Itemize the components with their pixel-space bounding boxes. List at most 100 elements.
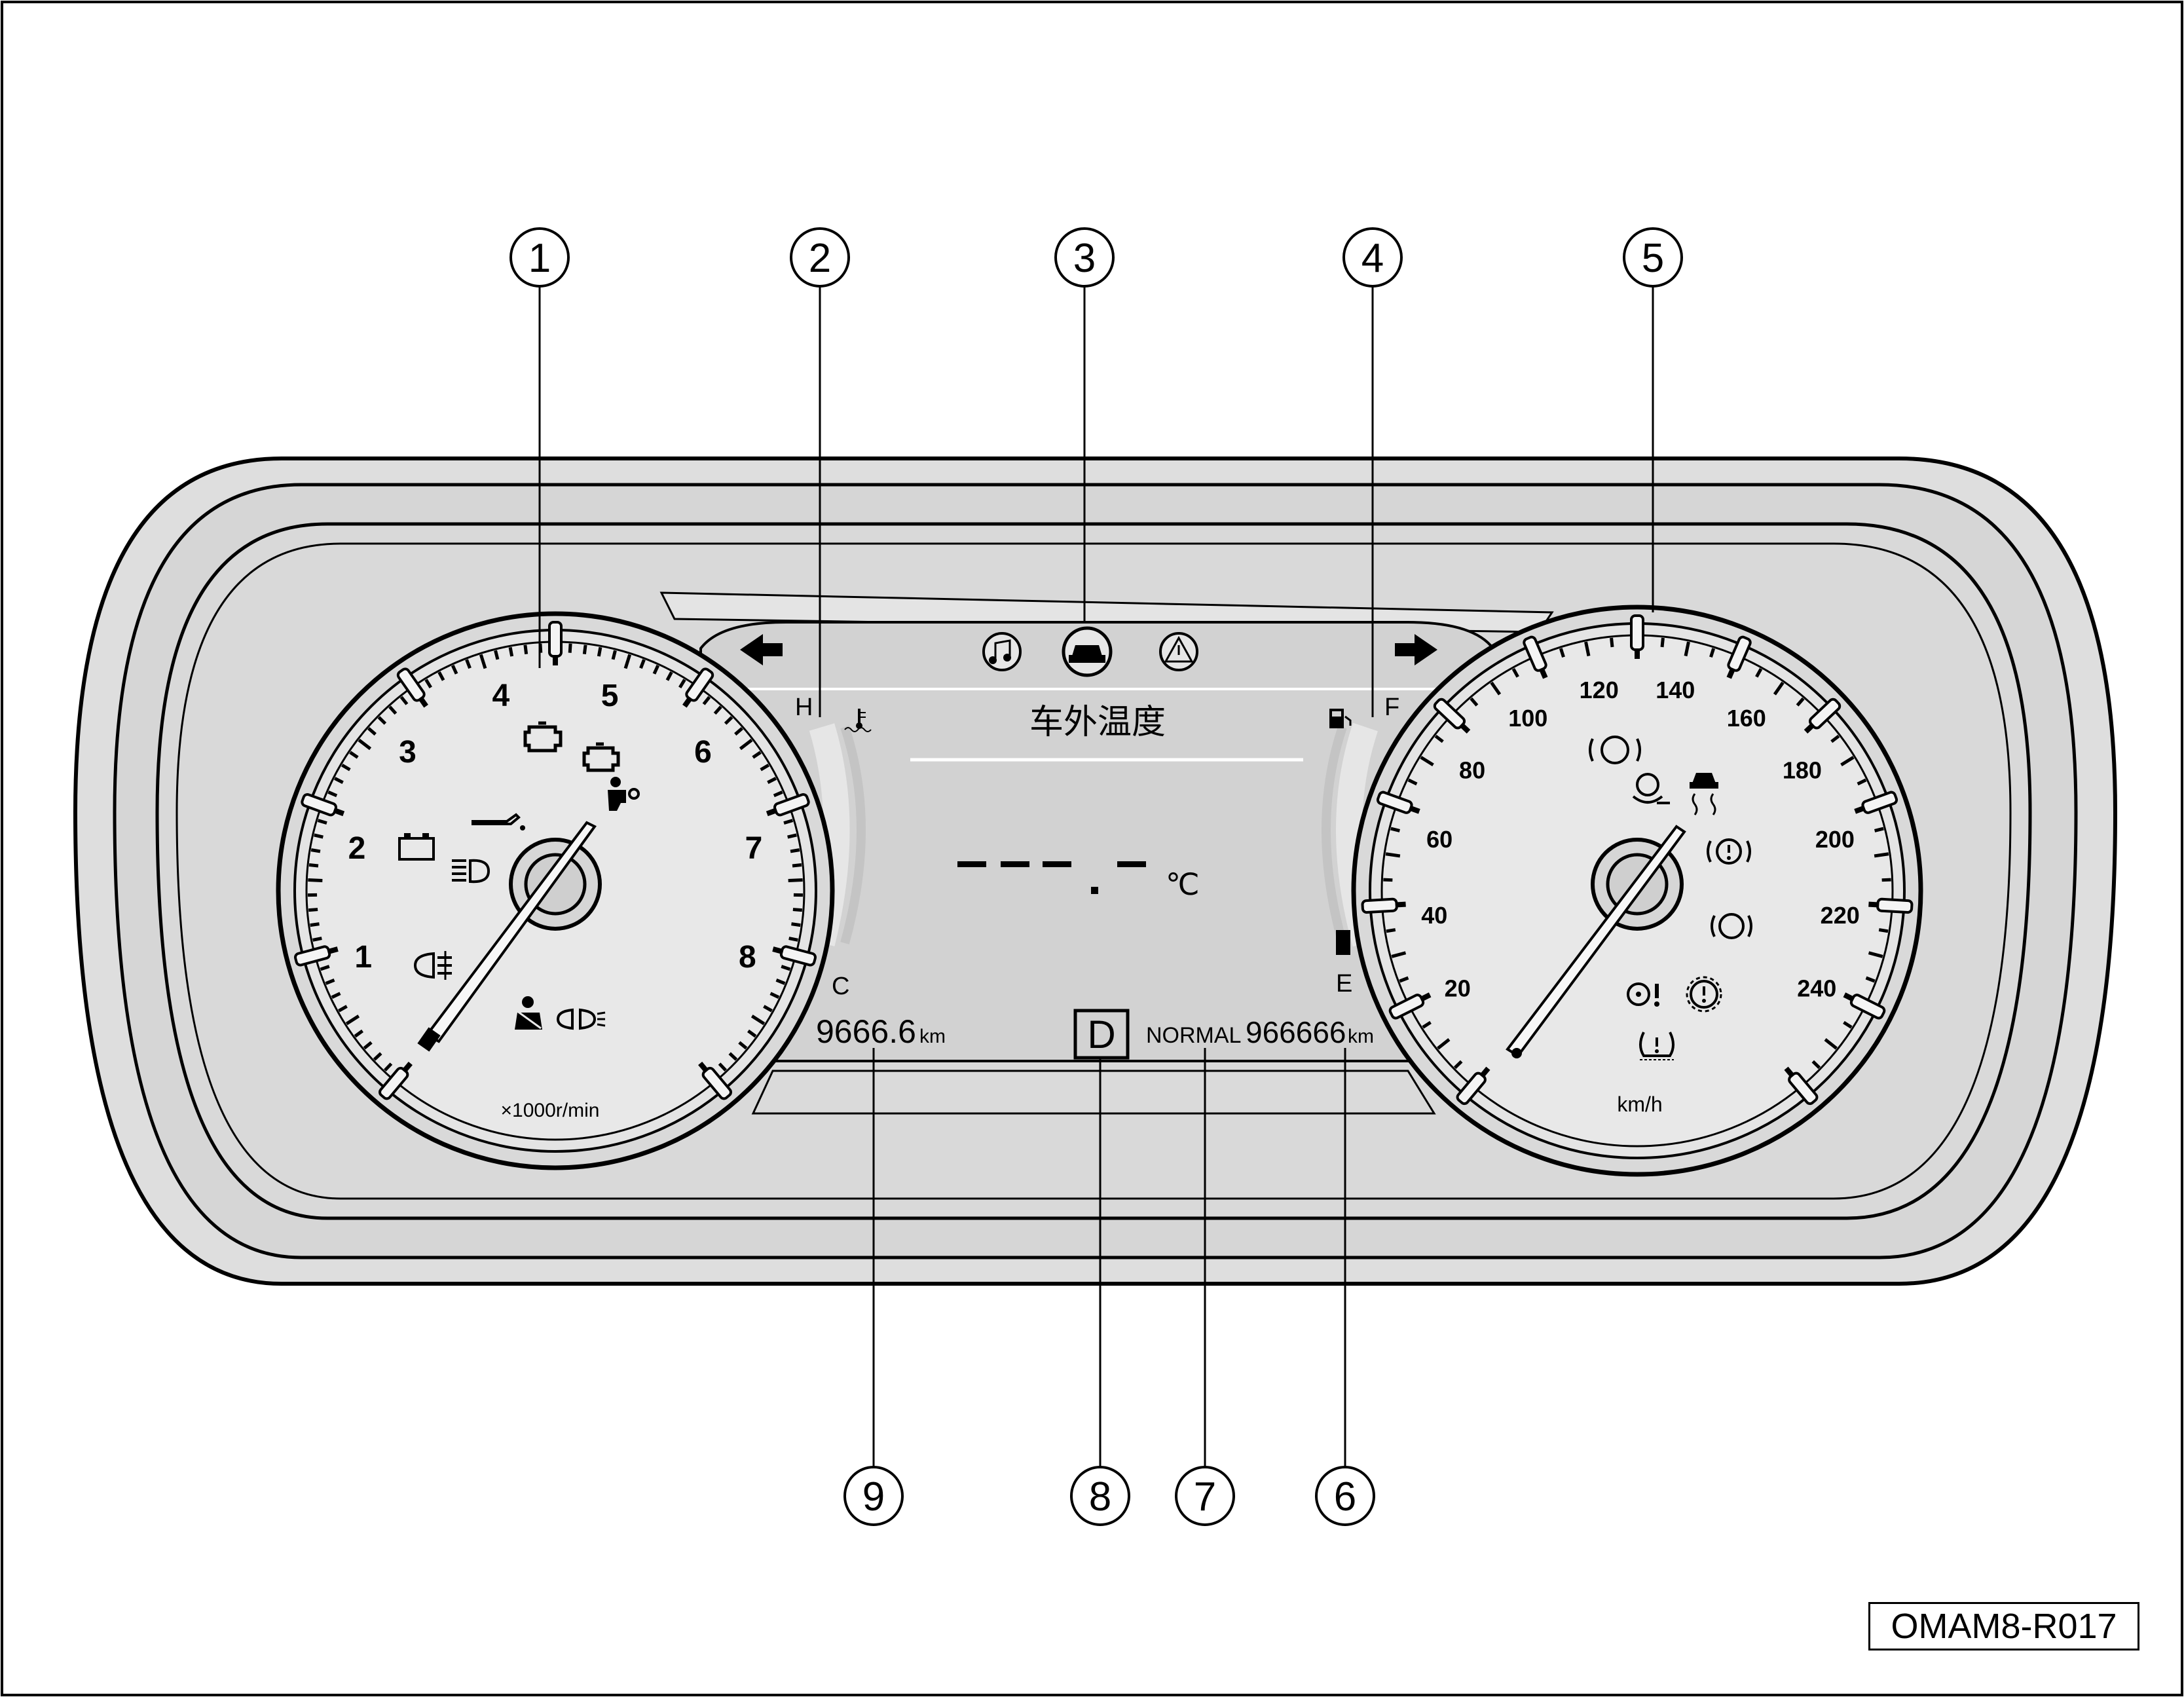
tachometer-tick [317,819,327,825]
speedometer-tick [1874,827,1884,832]
speedometer-tick [1434,734,1444,743]
tachometer-major-marker [548,621,563,658]
tachometer-major-marker [379,1066,409,1100]
speedometer-tick [1843,1020,1853,1029]
speedometer-tick [1420,756,1434,766]
tachometer-tick [763,1005,773,1013]
tpms-icon [1639,1032,1675,1060]
tachometer-tick [358,738,372,751]
speedometer-label: 80 [1459,757,1485,784]
tachometer-tick [494,650,500,660]
tachometer-major-marker [773,793,810,817]
display-title: 车外温度 [1029,703,1166,742]
speedometer-major-marker [1433,698,1466,730]
speedometer-tick [1470,697,1479,707]
callout-4: 4 [1361,236,1384,281]
figure-code-box: OMAM8-R017 [1868,1602,2139,1650]
tachometer-tick [718,1062,728,1072]
speedometer-label: 120 [1580,677,1619,703]
tachometer-tick [310,922,320,927]
callout-circles [509,227,1683,1526]
outside-temp-unit: ℃ [1166,867,1200,901]
tachometer-label: 5 [601,679,619,713]
tachometer-label: 6 [694,735,712,770]
tachometer-tick [739,738,753,751]
tachometer-tick [308,878,323,882]
speedometer-major-marker [1788,1072,1819,1106]
tachometer-tick [373,1052,382,1061]
tachometer-tick [582,644,587,655]
coolant-temp-icon [844,709,872,732]
tachometer-tick [597,646,602,657]
speedometer-tick [1422,1020,1432,1029]
brake-system-icon [1707,838,1751,865]
callout-5: 5 [1642,236,1664,281]
speedometer-tick [1391,951,1407,958]
speedometer-label: 240 [1797,975,1836,1001]
speedometer-tick [1773,681,1785,696]
tachometer-label: 7 [745,831,763,866]
speedometer-tick [1490,681,1502,696]
engine-check-icon [523,721,563,753]
right-turn-arrow-icon [1395,634,1437,665]
seatbelt-icon [515,996,542,1030]
callout-8: 8 [1089,1474,1111,1520]
temp-high-label: H [795,694,813,721]
high-beam-icon [452,859,490,884]
tachometer-tick [639,659,646,669]
center-display [699,621,1494,1062]
tachometer-label: 8 [739,940,756,975]
temp-low-label: C [832,973,849,1000]
tachometer-tick [713,705,722,715]
tachometer-tick [775,979,786,985]
tachometer-major-marker [293,945,331,967]
esc-off-icon [1690,773,1718,815]
speedometer-tick [1709,648,1716,658]
warning-triangle-icon [1159,632,1198,671]
speedometer-major-marker [1876,897,1914,914]
tachometer-tick [349,751,359,759]
tachometer-tick [388,705,398,715]
oil-pressure-icon [472,813,525,830]
tachometer-tick [738,1041,748,1050]
vehicle-icon [1062,626,1113,677]
tachometer-tick [383,1062,393,1072]
tachometer-tick [750,1015,766,1026]
tachometer-tick [781,965,791,971]
trip-value: 9666.6 [816,1013,916,1050]
tachometer-tick [354,1029,363,1038]
tachometer-unit: ×1000r/min [501,1100,600,1121]
tachometer-tick [760,763,769,772]
tachometer-tick [783,819,794,825]
speedometer-tick [1857,778,1867,786]
speedometer-label: 180 [1783,757,1822,784]
speedometer-label: 160 [1727,705,1766,732]
tachometer-needle [417,821,597,1052]
speedometer-tick [1511,667,1519,678]
speedometer-tick [1385,852,1401,858]
fuel-empty-label: E [1336,970,1352,998]
tachometer-tick [523,644,528,655]
tachometer-tick [788,878,803,882]
callout-6: 6 [1334,1474,1356,1520]
tachometer-tick [363,1041,373,1050]
engine-malfunction-icon [582,742,620,772]
speedometer-major-marker [1849,994,1886,1020]
tachometer-label: 3 [399,735,416,770]
tachometer-tick [437,671,445,681]
tachometer-tick [623,654,632,669]
rear-fog-light-icon [413,951,452,980]
speedometer-tick [1840,756,1855,766]
tachometer-major-marker [779,945,817,967]
speedometer-label: 60 [1426,826,1453,853]
speedometer-label: 200 [1815,826,1855,853]
drive-mode: NORMAL [1146,1023,1241,1048]
tachometer-tick [312,937,322,942]
left-turn-arrow-icon [740,634,783,665]
tachometer-tick [678,679,686,688]
gear-value: D [1087,1013,1115,1056]
speedometer-tick [1407,778,1418,786]
